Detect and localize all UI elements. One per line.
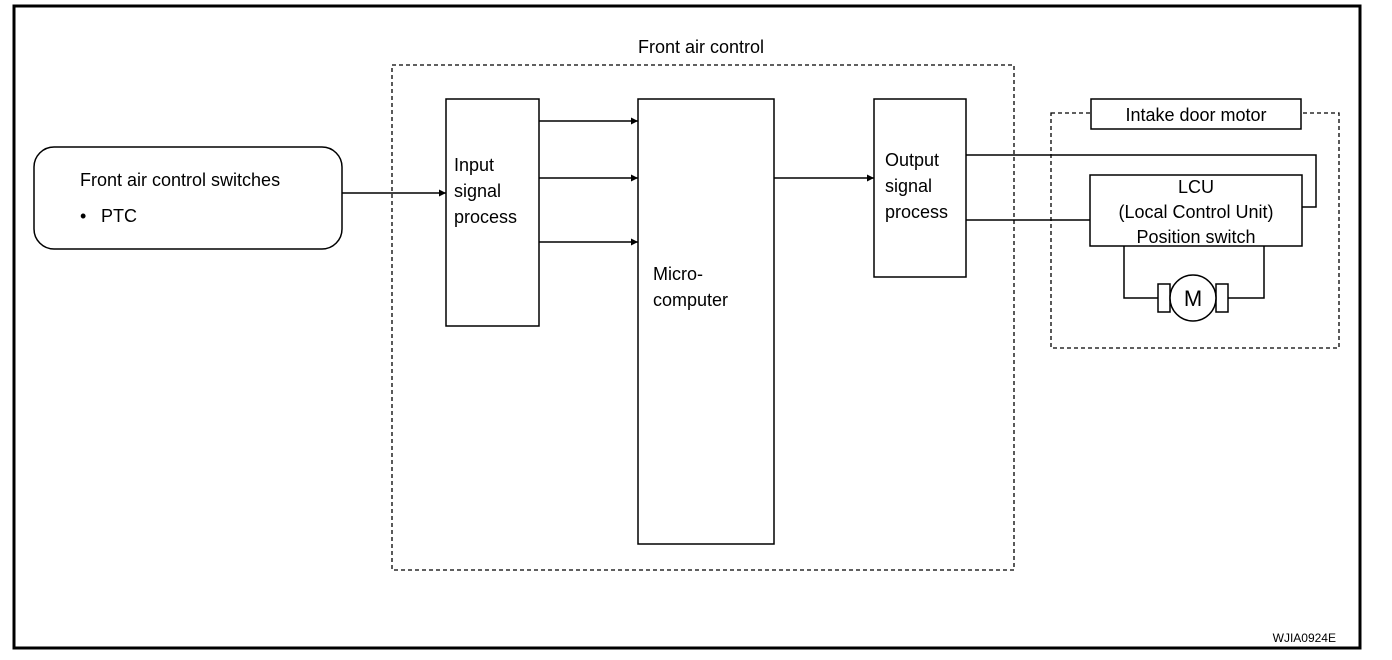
motor-brush-right: [1215, 283, 1229, 313]
output-label-line2: signal: [885, 176, 932, 196]
output-label-line1: Output: [885, 150, 939, 170]
lcu-label-line3: Position switch: [1136, 227, 1255, 247]
motor-circle: [1169, 274, 1217, 322]
micro-label-line1: Micro-: [653, 264, 703, 284]
output-signal-process-box: [873, 98, 967, 278]
switches-box: [33, 146, 343, 250]
lcu-box: [1089, 174, 1303, 247]
input-label-line1: Input: [454, 155, 494, 175]
wire-lcu-to-motor-left: [1123, 246, 1158, 299]
front-air-control-group: [391, 64, 1015, 571]
switches-item-ptc: PTC: [101, 206, 137, 226]
microcomputer-box: [637, 98, 775, 545]
motor-brush-left: [1157, 283, 1171, 313]
output-label-line3: process: [885, 202, 948, 222]
input-signal-process-box: [445, 98, 540, 327]
switches-title: Front air control switches: [80, 170, 280, 190]
figure-code: WJIA0924E: [1273, 631, 1336, 645]
micro-label-line2: computer: [653, 290, 728, 310]
intake-door-motor-label: Intake door motor: [1125, 105, 1266, 125]
wire-output-to-lcu-upper: [966, 154, 1317, 208]
motor-symbol-m: M: [1184, 286, 1202, 311]
lcu-label-line1: LCU: [1178, 177, 1214, 197]
wire-lcu-to-motor-right: [1228, 246, 1265, 299]
intake-door-motor-label-box: [1090, 98, 1302, 130]
input-label-line3: process: [454, 207, 517, 227]
front-air-control-label: Front air control: [638, 37, 764, 57]
outer-frame: [12, 4, 1362, 650]
switches-bullet: •: [80, 206, 86, 226]
input-label-line2: signal: [454, 181, 501, 201]
lcu-label-line2: (Local Control Unit): [1118, 202, 1273, 222]
